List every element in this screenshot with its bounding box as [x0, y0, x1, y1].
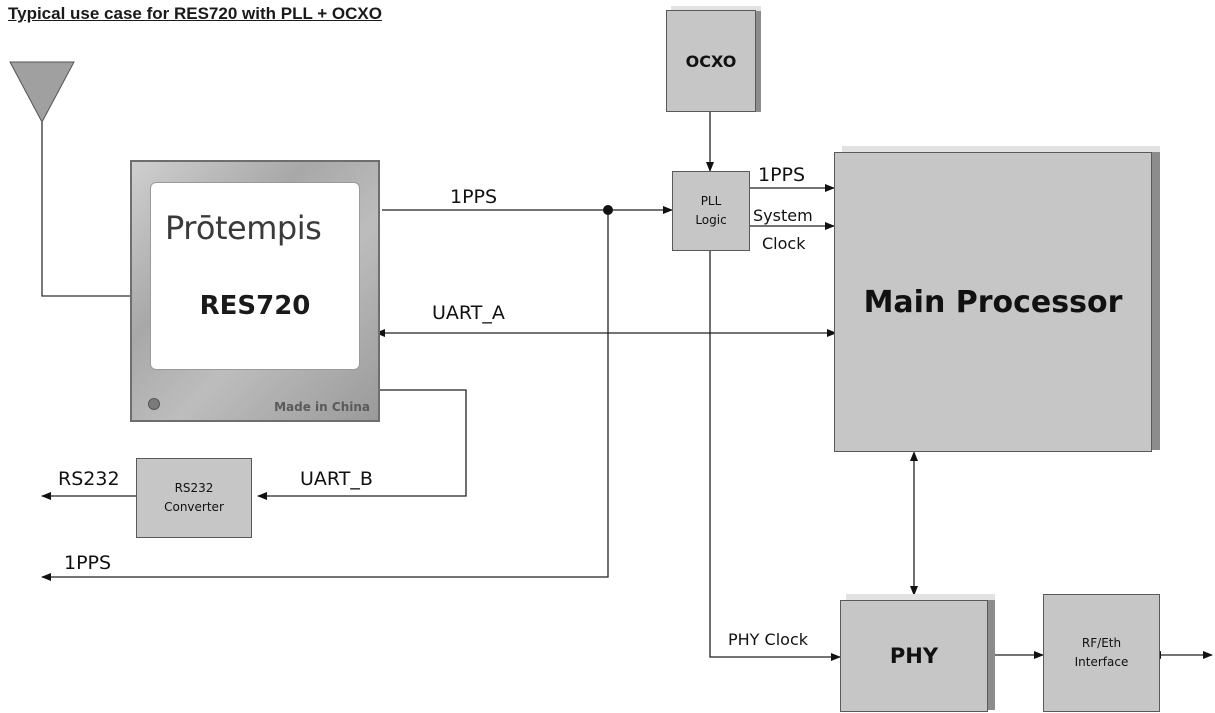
signal-uart-b: UART_B	[300, 468, 373, 490]
signal-rs232: RS232	[58, 468, 120, 490]
rf-label-line1: RF/Eth	[1081, 636, 1122, 650]
res720-module: Prōtempis RES720 Made in China	[130, 160, 380, 422]
rs232-label-line2: Converter	[164, 500, 224, 514]
uart-b-line	[257, 389, 467, 500]
diagram-title: Typical use case for RES720 with PLL + O…	[8, 4, 382, 23]
res720-label-area: Prōtempis RES720	[150, 182, 360, 370]
ocxo-label: OCXO	[685, 51, 737, 71]
ocxo-block: OCXO	[666, 10, 756, 112]
pll-logic-block: PLL Logic	[672, 171, 750, 251]
made-in-text: Made in China	[274, 400, 370, 414]
rf-eth-interface-block: RF/Eth Interface	[1043, 594, 1160, 712]
module-name: RES720	[199, 291, 311, 321]
signal-1pps-pll: 1PPS	[758, 164, 806, 186]
rs232-converter-block: RS232 Converter	[136, 458, 252, 538]
signal-clock: Clock	[762, 234, 806, 253]
signal-uart-a: UART_A	[432, 302, 505, 324]
antenna-icon	[9, 61, 130, 297]
phy-label: PHY	[889, 644, 939, 668]
signal-phy-clock: PHY Clock	[728, 630, 809, 649]
main-processor-block: Main Processor	[834, 152, 1152, 452]
brand-logo: Prōtempis	[165, 209, 322, 247]
junction-dot	[603, 205, 613, 215]
phy-block: PHY	[840, 600, 988, 712]
phy-clock-line	[709, 250, 841, 661]
main-processor-label: Main Processor	[863, 284, 1123, 320]
signal-system: System	[753, 206, 813, 225]
screw-icon	[148, 398, 160, 410]
rf-label-line2: Interface	[1074, 655, 1129, 669]
pll-label-line1: PLL	[700, 194, 722, 208]
signal-1pps-top: 1PPS	[450, 186, 498, 208]
rs232-label-line1: RS232	[174, 481, 214, 495]
signal-1pps-bottom: 1PPS	[64, 552, 112, 574]
pll-label-line2: Logic	[695, 213, 727, 227]
